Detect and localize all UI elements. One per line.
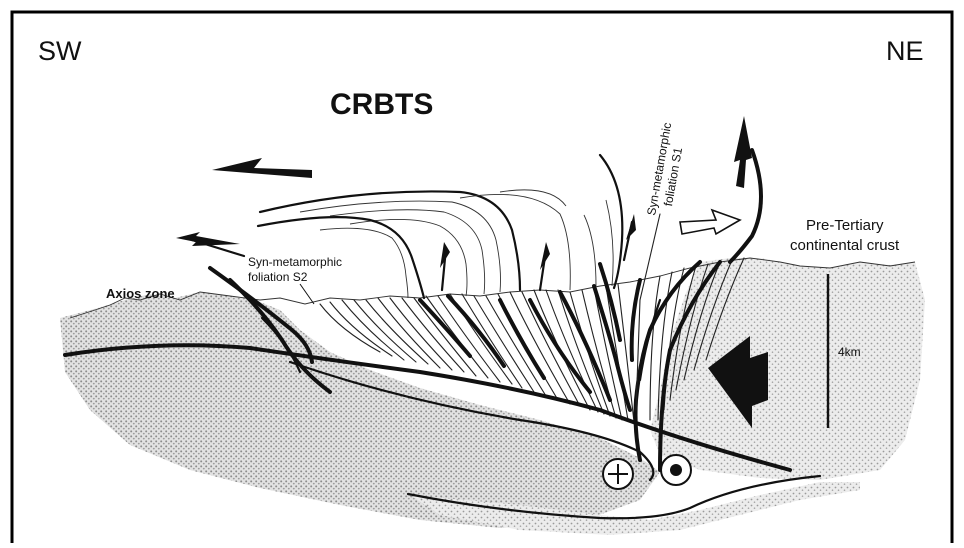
sw-label: SW (38, 36, 82, 66)
foliation-s2-label-line2: foliation S2 (248, 270, 308, 284)
crbts-title: CRBTS (330, 88, 433, 121)
crust-label-line2: continental crust (790, 237, 900, 254)
crust-label-line1: Pre-Tertiary (806, 217, 884, 234)
continental-crust-body (650, 258, 925, 480)
ne-label: NE (886, 36, 924, 66)
scale-bar-label: 4km (838, 345, 861, 359)
into-page-symbol (603, 459, 633, 489)
out-of-page-symbol (661, 455, 691, 485)
foliation-s2-label-line1: Syn-metamorphic (248, 255, 342, 269)
axios-zone-label: Axios zone (106, 286, 175, 301)
